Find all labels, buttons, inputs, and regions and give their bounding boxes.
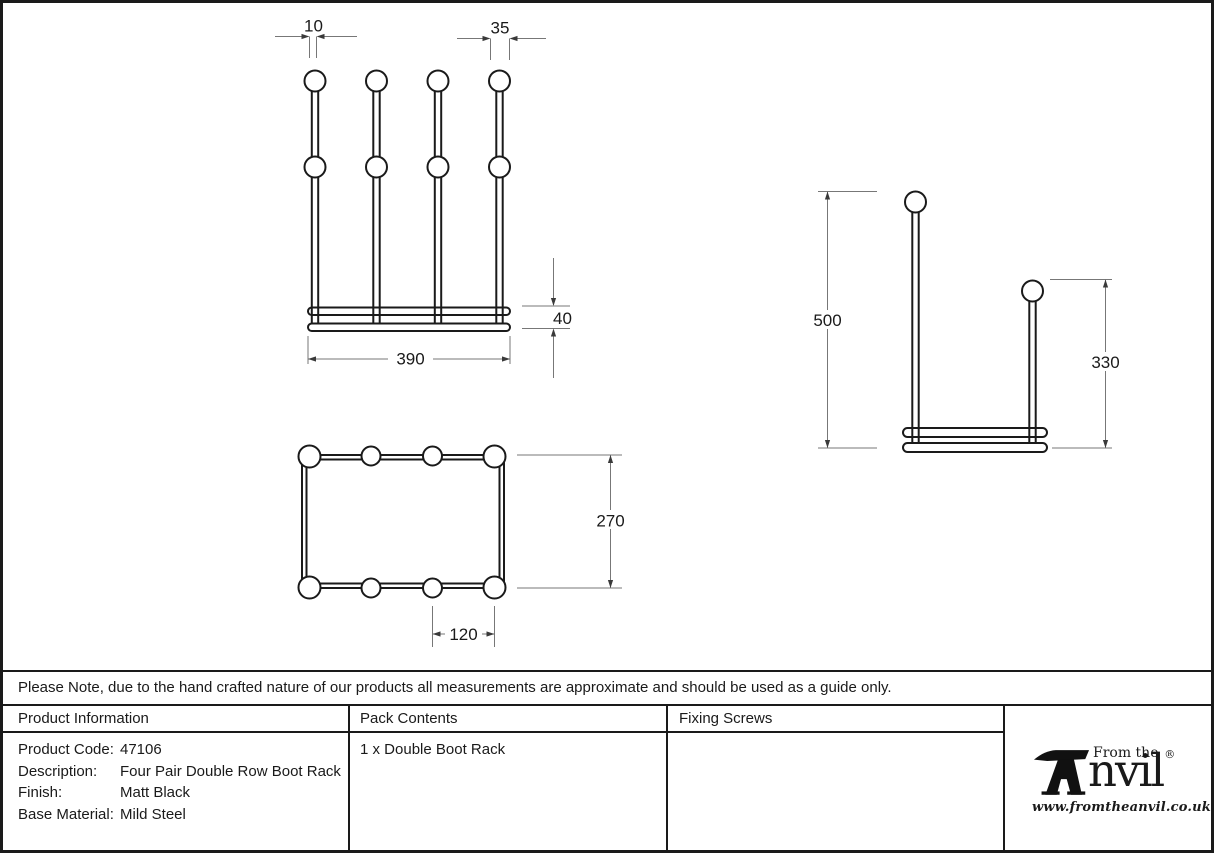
finish-label: Finish: bbox=[18, 784, 63, 801]
dimension-front-height: 330 bbox=[1050, 279, 1129, 449]
dimension-ball-diameter: 35 bbox=[457, 19, 546, 60]
svg-text:35: 35 bbox=[491, 19, 510, 38]
product-info-rows: Product Code: 47106 Description: Four Pa… bbox=[18, 739, 341, 825]
dimension-width: 390 bbox=[307, 336, 511, 369]
svg-text:330: 330 bbox=[1091, 353, 1119, 372]
side-view: 500 330 bbox=[804, 190, 1129, 453]
column-divider bbox=[666, 706, 668, 850]
svg-text:390: 390 bbox=[396, 350, 424, 369]
table-row: Base Material: Mild Steel bbox=[18, 804, 341, 826]
dimension-rod-diameter: 10 bbox=[275, 17, 357, 58]
svg-text:120: 120 bbox=[449, 625, 477, 644]
column-divider bbox=[348, 706, 350, 850]
logo-from-the: From the bbox=[1093, 745, 1159, 761]
base-material-label: Base Material: bbox=[18, 805, 114, 823]
product-code-label: Product Code: bbox=[18, 741, 114, 758]
dimension-rear-height: 500 bbox=[804, 191, 877, 449]
logo-brand: nvil® bbox=[1088, 748, 1175, 793]
anvil-logo: From the nvil® www.fromtheanvil.co.uk bbox=[1032, 743, 1211, 815]
pack-contents-value: 1 x Double Boot Rack bbox=[360, 741, 506, 758]
dimension-pin-spacing: 120 bbox=[432, 606, 495, 647]
front-view: 10 35 390 bbox=[275, 17, 572, 378]
logo-url: www.fromtheanvil.co.uk bbox=[1032, 800, 1211, 815]
header-fixing-screws: Fixing Screws bbox=[679, 710, 773, 727]
svg-text:40: 40 bbox=[553, 309, 572, 328]
header-pack-contents: Pack Contents bbox=[360, 710, 458, 727]
logo-brand-suffix: nvil bbox=[1088, 744, 1165, 797]
header-divider bbox=[3, 731, 1004, 733]
note-text: Please Note, due to the hand crafted nat… bbox=[18, 679, 892, 696]
dimension-depth: 270 bbox=[517, 454, 634, 589]
anvil-icon bbox=[1033, 750, 1090, 795]
base-material-value: Mild Steel bbox=[120, 805, 186, 823]
column-divider bbox=[1003, 706, 1005, 850]
svg-text:500: 500 bbox=[813, 311, 841, 330]
description-value: Four Pair Double Row Boot Rack bbox=[120, 762, 341, 780]
table-row: Description: Four Pair Double Row Boot R… bbox=[18, 761, 341, 783]
info-table: Product Information Pack Contents Fixing… bbox=[3, 706, 1211, 850]
svg-text:270: 270 bbox=[596, 512, 624, 531]
svg-text:10: 10 bbox=[304, 17, 323, 36]
table-row: Finish: Matt Black bbox=[18, 782, 341, 804]
plan-view: 270 120 bbox=[297, 444, 634, 647]
product-code-value: 47106 bbox=[120, 741, 162, 758]
finish-value: Matt Black bbox=[120, 784, 191, 801]
logo-registered-mark: ® bbox=[1164, 748, 1176, 761]
description-label: Description: bbox=[18, 762, 98, 780]
technical-drawing: 10 35 390 bbox=[275, 16, 1129, 647]
table-row: Product Code: 47106 bbox=[18, 739, 341, 761]
dimension-rail-height: 40 bbox=[522, 258, 572, 378]
note-row: Please Note, due to the hand crafted nat… bbox=[3, 670, 1211, 706]
header-product-information: Product Information bbox=[18, 710, 149, 727]
